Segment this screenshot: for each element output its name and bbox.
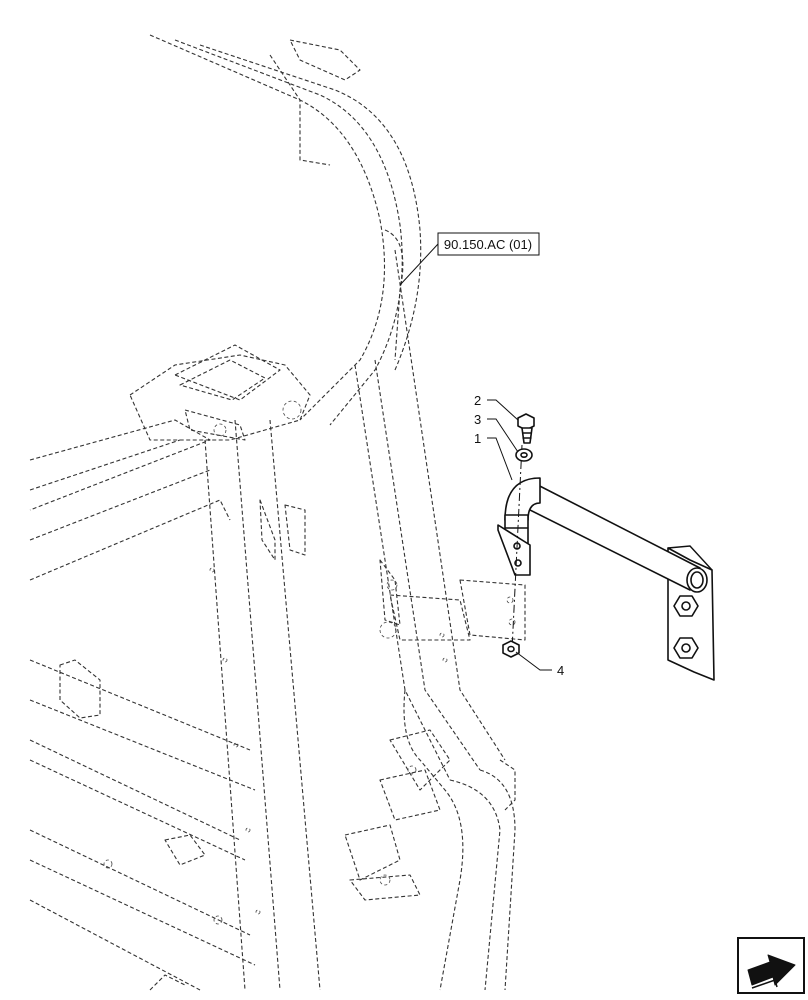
tube-end-inner [690,571,704,589]
cab-frame-ghost [29,34,526,991]
callout-number: 2 [474,393,481,408]
nut-hole-upper [681,601,691,611]
washer-part [515,448,533,462]
exit-arrow-icon[interactable] [737,937,805,994]
callout-2[interactable]: 2 [474,393,519,421]
reference-label: 90.150.AC (01) [444,237,532,252]
reference-callout[interactable]: 90.150.AC (01) [399,232,540,286]
callout-3[interactable]: 3 [474,412,519,453]
bolt-part [517,413,535,444]
callout-4[interactable]: 4 [515,651,564,678]
callout-1[interactable]: 1 [474,431,513,481]
callout-number: 4 [557,663,564,678]
nut-part [502,640,520,658]
grab-handle-part [497,477,715,681]
nut-hole-lower [681,643,691,653]
fastener-axis [511,444,523,651]
callout-number: 3 [474,412,481,427]
callout-number: 1 [474,431,481,446]
